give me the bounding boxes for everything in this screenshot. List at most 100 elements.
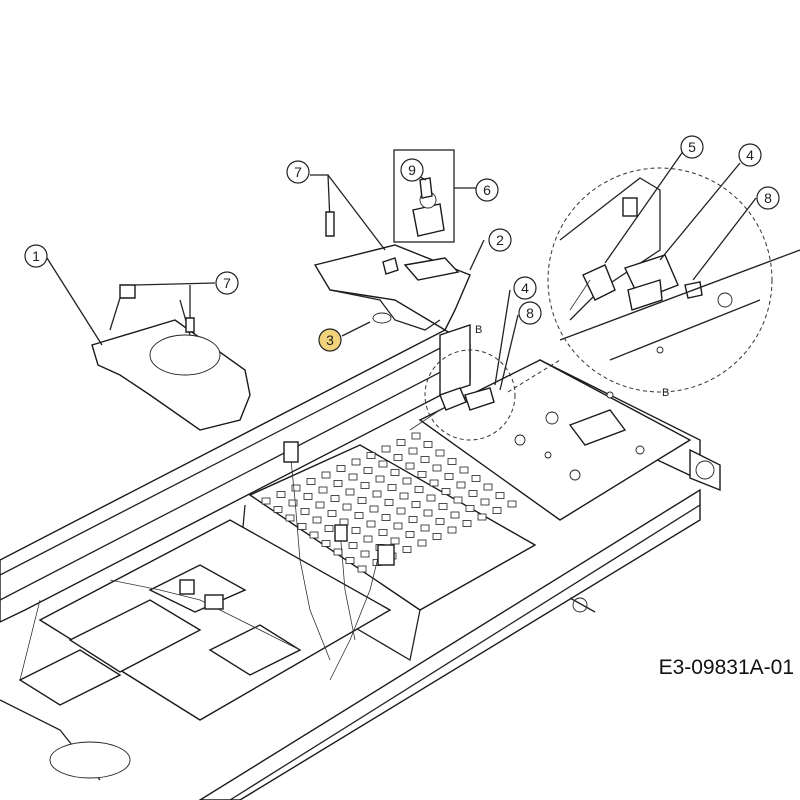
detail-label-b-large: B — [662, 387, 669, 399]
detail-label-b-small: B — [475, 324, 482, 336]
perforation-hole — [480, 498, 490, 506]
perforation-hole — [408, 516, 418, 523]
perforation-hole — [372, 490, 382, 498]
perforation-hole — [441, 488, 451, 495]
callout-4-frame: 4 — [513, 276, 537, 300]
perforation-hole — [465, 505, 475, 512]
perforation-hole — [345, 557, 355, 564]
perforation-hole — [357, 497, 367, 504]
perforation-hole — [453, 496, 463, 504]
perforation-hole — [459, 466, 469, 474]
perforation-hole — [399, 492, 409, 500]
perforation-hole — [366, 452, 376, 459]
svg-text:3: 3 — [326, 332, 334, 348]
perforation-hole — [408, 447, 418, 455]
perforation-hole — [390, 469, 400, 476]
perforation-hole — [432, 464, 442, 472]
perforation-hole — [339, 518, 349, 526]
svg-text:4: 4 — [521, 280, 529, 296]
perforation-hole — [420, 524, 430, 532]
perforation-hole — [423, 441, 433, 448]
svg-text:7: 7 — [294, 164, 302, 180]
svg-text:5: 5 — [688, 139, 696, 155]
perforation-hole — [417, 471, 427, 478]
perforation-hole — [297, 523, 307, 530]
perforation-hole — [507, 500, 517, 508]
callout-9: 9 — [400, 158, 424, 182]
svg-text:9: 9 — [408, 162, 416, 178]
part-1-cover-plate — [91, 284, 251, 431]
perforation-hole — [396, 439, 406, 446]
perforation-hole — [348, 542, 358, 549]
perforation-hole — [351, 458, 361, 466]
perforation-hole — [327, 510, 337, 517]
perforation-hole — [363, 535, 373, 543]
perforation-hole — [432, 533, 442, 540]
perforation-hole — [303, 493, 313, 500]
perforation-hole — [471, 475, 481, 482]
perforation-hole — [300, 508, 310, 515]
perforation-hole — [384, 499, 394, 506]
perforation-hole — [444, 473, 454, 480]
part-2-console — [313, 244, 471, 331]
perforation-hole — [318, 486, 328, 494]
perforation-hole — [393, 454, 403, 461]
perforation-hole — [390, 537, 400, 545]
callout-6: 6 — [475, 178, 499, 202]
callout-4-detail: 4 — [738, 143, 762, 167]
perforation-hole — [360, 482, 370, 489]
callout-3: 3 — [318, 328, 342, 352]
callout-8-frame: 8 — [518, 301, 542, 325]
detail-circle-small — [424, 349, 561, 441]
svg-text:2: 2 — [496, 232, 504, 248]
perforation-hole — [402, 546, 412, 553]
perforation-hole — [345, 488, 355, 496]
perforation-hole — [354, 512, 364, 519]
perforation-hole — [468, 490, 478, 497]
perforation-hole — [423, 509, 433, 517]
perforation-hole — [402, 477, 412, 485]
part-3-clip — [341, 312, 392, 337]
perforation-hole — [477, 513, 487, 521]
perforation-hole — [381, 514, 391, 521]
perforation-hole — [306, 478, 316, 485]
perforation-hole — [387, 484, 397, 491]
diagram-code: E3-09831A-01 — [658, 656, 794, 679]
perforation-hole — [378, 460, 388, 468]
svg-text:4: 4 — [746, 147, 754, 163]
perforation-hole — [435, 518, 445, 525]
perforation-hole — [417, 539, 427, 547]
perforation-hole — [420, 456, 430, 463]
perforation-hole — [405, 462, 415, 470]
perforation-hole — [375, 475, 385, 483]
perforation-hole — [288, 499, 298, 507]
perforation-hole — [447, 526, 457, 534]
fastener-screws — [185, 211, 335, 333]
leader-lines — [46, 149, 757, 391]
perforation-hole — [456, 481, 466, 489]
perforation-hole — [435, 449, 445, 457]
chassis-frame — [0, 324, 721, 800]
callout-8-detail: 8 — [756, 186, 780, 210]
perforation-hole — [333, 548, 343, 556]
perforation-hole — [312, 516, 322, 524]
detail-circle-large — [547, 167, 800, 393]
svg-text:1: 1 — [32, 248, 40, 264]
perforation-hole — [348, 473, 358, 481]
perforation-hole — [396, 507, 406, 515]
perforation-hole — [405, 531, 415, 538]
perforation-hole — [324, 525, 334, 532]
svg-text:7: 7 — [223, 275, 231, 291]
perforation-hole — [342, 503, 352, 511]
perforation-hole — [411, 501, 421, 508]
perforation-hole — [285, 514, 295, 522]
perforation-hole — [309, 531, 319, 539]
perforation-hole — [273, 506, 283, 513]
perforation-hole — [378, 529, 388, 536]
perforation-hole — [357, 565, 367, 573]
perforation-hole — [276, 491, 286, 498]
perforation-hole — [429, 479, 439, 487]
perforation-hole — [426, 494, 436, 502]
perforation-hole — [462, 520, 472, 527]
perforation-hole — [447, 458, 457, 465]
